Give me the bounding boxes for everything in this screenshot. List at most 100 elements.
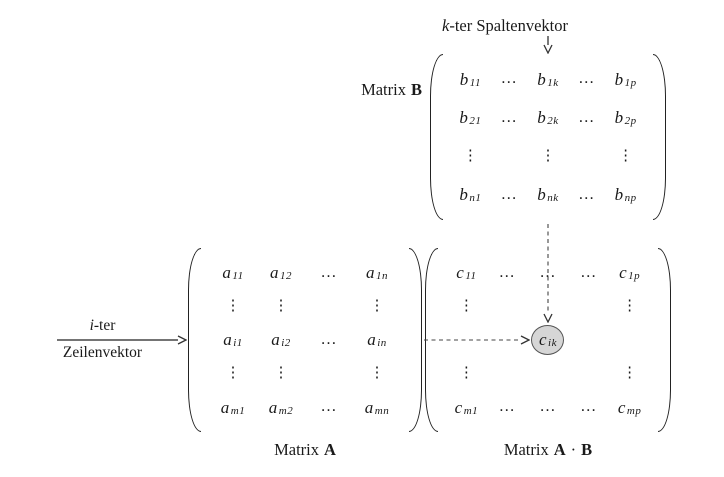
vertical-dots: ⋮ bbox=[225, 297, 241, 314]
horizontal-dots: … bbox=[498, 398, 516, 416]
entry-variable: b bbox=[459, 185, 468, 205]
entry-subscript: 11 bbox=[469, 76, 481, 89]
horizontal-dots: … bbox=[539, 263, 557, 281]
vertical-dots: ⋮ bbox=[622, 365, 638, 382]
horizontal-dots: … bbox=[498, 263, 516, 281]
left-paren bbox=[188, 248, 201, 432]
entry-variable: b bbox=[614, 69, 624, 89]
horizontal-dots: … bbox=[500, 185, 518, 203]
column-vector-label: k-ter Spaltenvektor bbox=[385, 16, 625, 36]
horizontal-dots: … bbox=[580, 263, 598, 281]
left-paren bbox=[425, 248, 438, 432]
entry-variable: a bbox=[271, 330, 280, 350]
entry-variable: a bbox=[364, 397, 374, 417]
entry-subscript: mp bbox=[626, 404, 642, 417]
entry-subscript: 21 bbox=[469, 115, 482, 128]
right-paren bbox=[653, 54, 666, 220]
entry-subscript: m1 bbox=[463, 404, 479, 417]
entry-subscript: i2 bbox=[281, 337, 291, 350]
entry-variable: c bbox=[456, 263, 464, 283]
entry-variable: c bbox=[454, 397, 463, 417]
vertical-dots: ⋮ bbox=[369, 365, 385, 382]
row-vector-text-top: -ter bbox=[93, 317, 116, 334]
horizontal-dots: … bbox=[578, 108, 596, 126]
matrix-ab-name-b: B bbox=[581, 440, 593, 459]
entry-subscript: nk bbox=[547, 192, 559, 205]
entry-subscript: 1k bbox=[547, 76, 559, 89]
row-vector-label-top: i-ter bbox=[45, 317, 160, 335]
horizontal-dots: … bbox=[500, 108, 518, 126]
entry-variable: a bbox=[367, 330, 376, 350]
entry-variable: b bbox=[459, 108, 468, 128]
horizontal-dots: … bbox=[320, 330, 338, 348]
left-paren bbox=[430, 54, 443, 220]
entry-subscript: n1 bbox=[469, 192, 482, 205]
entry-variable: a bbox=[268, 397, 278, 417]
vertical-dots: ⋮ bbox=[462, 147, 478, 164]
vertical-dots: ⋮ bbox=[369, 297, 385, 314]
horizontal-dots: … bbox=[578, 70, 596, 88]
entry-subscript: 12 bbox=[280, 270, 292, 283]
vertical-dots: ⋮ bbox=[273, 297, 289, 314]
entry-subscript: 2p bbox=[624, 115, 637, 128]
matrix-b-word: Matrix bbox=[361, 80, 406, 99]
matrix-a-name: A bbox=[324, 440, 336, 459]
entry-variable: b bbox=[614, 185, 624, 205]
horizontal-dots: … bbox=[578, 185, 596, 203]
entry-variable: a bbox=[270, 263, 279, 283]
entry-subscript: m1 bbox=[230, 404, 246, 417]
entry-subscript: 1n bbox=[376, 270, 388, 283]
right-paren bbox=[409, 248, 422, 432]
entry-subscript: np bbox=[624, 192, 637, 205]
entry-variable: c bbox=[619, 263, 627, 283]
row-vector-label-bottom: Zeilenvektor bbox=[62, 344, 143, 361]
horizontal-dots: … bbox=[320, 398, 338, 416]
entry-variable: a bbox=[366, 263, 375, 283]
horizontal-dots: … bbox=[580, 398, 598, 416]
horizontal-dots: … bbox=[500, 70, 518, 88]
entry-subscript: 2k bbox=[547, 115, 559, 128]
vertical-dots: ⋮ bbox=[622, 297, 638, 314]
k-variable: k bbox=[442, 16, 450, 35]
entry-variable: b bbox=[537, 69, 546, 89]
entry-subscript: in bbox=[377, 337, 387, 350]
entry-variable: a bbox=[220, 397, 230, 417]
horizontal-dots: … bbox=[320, 263, 338, 281]
entry-subscript: m2 bbox=[278, 404, 294, 417]
right-paren bbox=[658, 248, 671, 432]
entry-variable: b bbox=[459, 69, 469, 89]
entry-subscript: mn bbox=[374, 404, 390, 417]
entry-variable: a bbox=[223, 330, 232, 350]
entry-variable: a bbox=[222, 263, 231, 283]
entry-variable: b bbox=[614, 108, 624, 128]
vertical-dots: ⋮ bbox=[540, 147, 556, 164]
matrix-ab-name-a: A bbox=[553, 440, 566, 459]
